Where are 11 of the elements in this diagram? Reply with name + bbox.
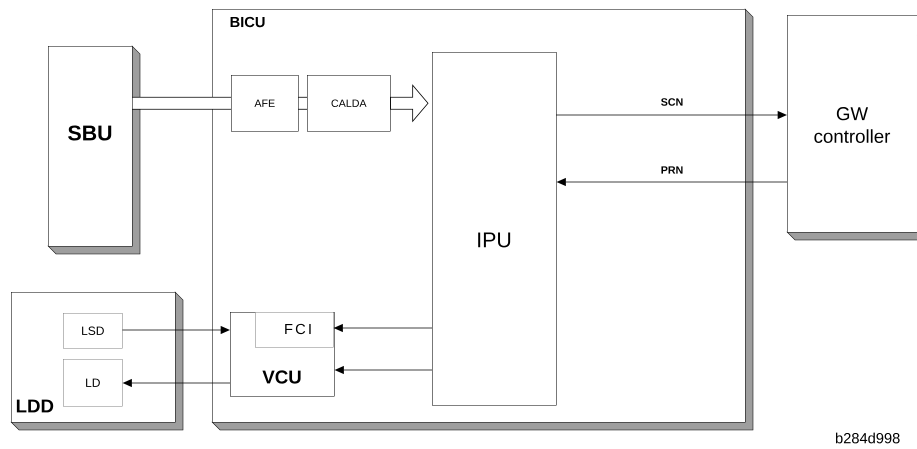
block-box: CALDA (307, 75, 391, 132)
block-box: IPU (432, 52, 557, 406)
block-box: FCI (255, 312, 334, 348)
unit-box: SBU (48, 46, 140, 254)
figure-code: b284d998 (836, 432, 900, 444)
block-box: LSD (63, 313, 123, 349)
block-box: AFE (231, 75, 299, 132)
unit-box: GW controller (786, 14, 917, 240)
arrow (298, 96, 307, 110)
arrow (390, 84, 429, 122)
block-box: LD (63, 359, 123, 407)
